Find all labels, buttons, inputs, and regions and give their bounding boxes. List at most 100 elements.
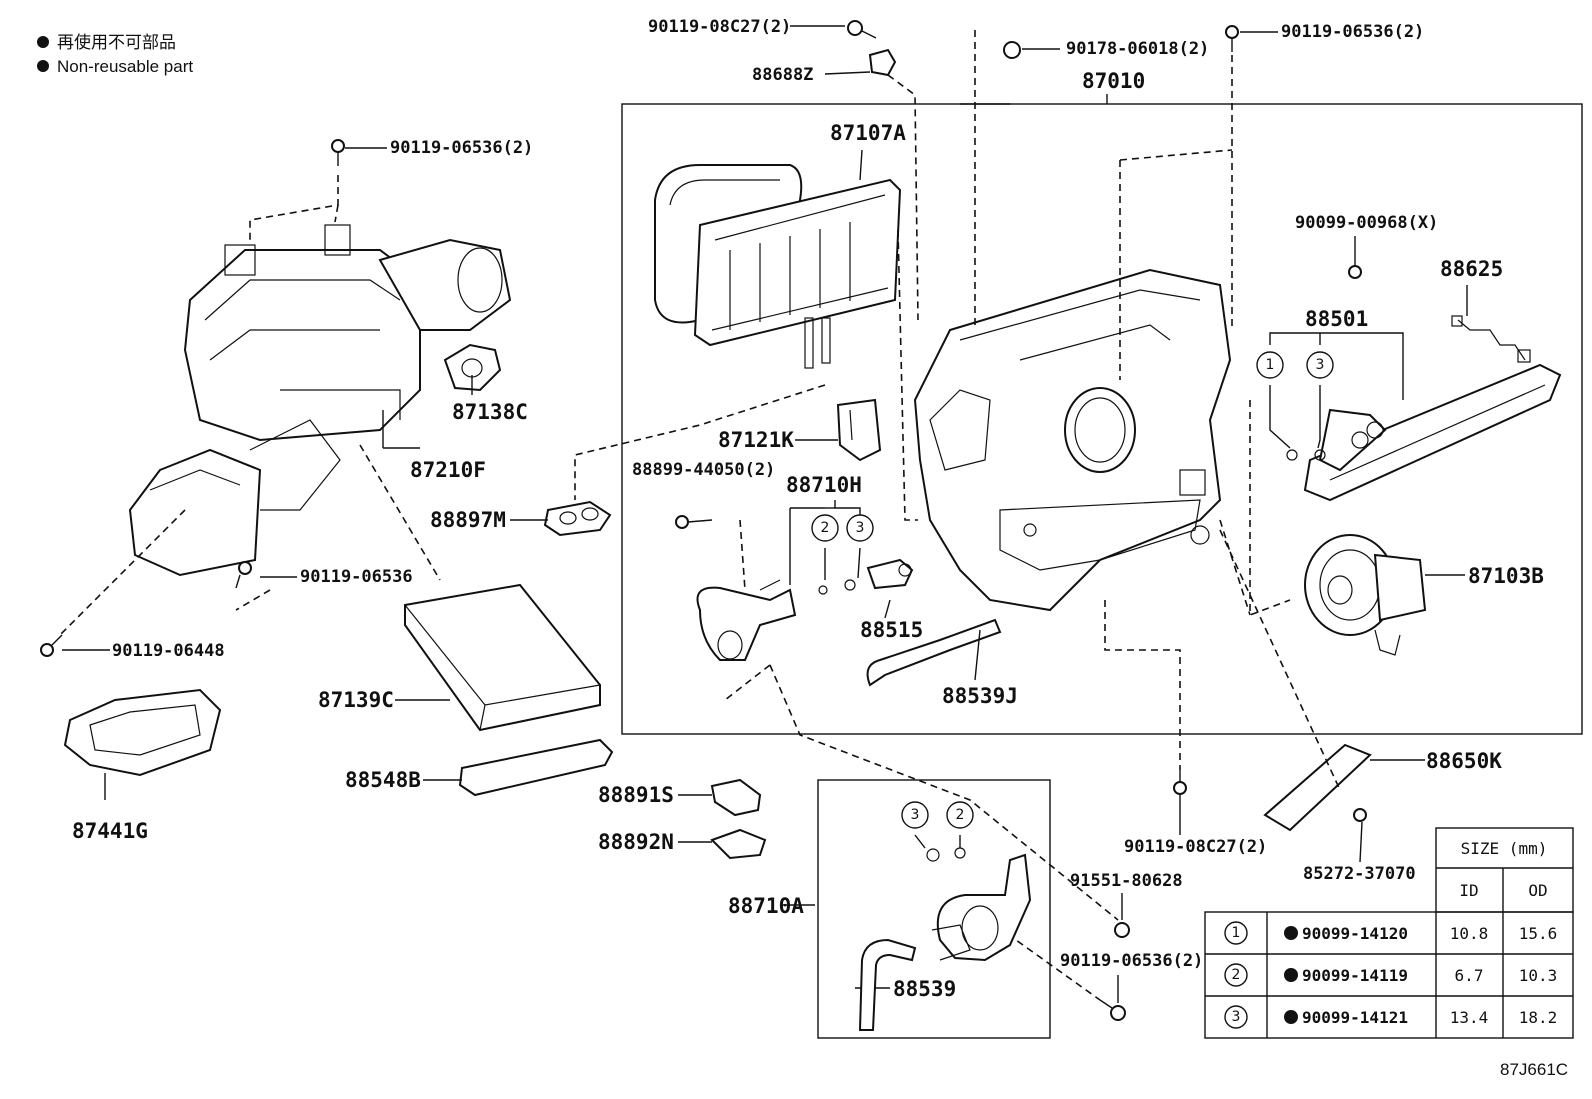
part-labels: 90119-08C27(2) 88688Z 90178-06018(2) 901… [72,17,1544,1001]
label-90178-06018: 90178-06018(2) [1066,39,1209,59]
row-id: 6.7 [1455,966,1484,985]
label-88625: 88625 [1440,257,1503,281]
row-ref: 1 [1232,925,1241,941]
size-table-col-od: OD [1528,881,1547,900]
o-ring-icon [954,847,966,859]
callout-2: 2 [821,520,830,536]
bolt-icon [675,515,689,529]
label-87107A: 87107A [830,121,906,145]
row-od: 15.6 [1519,924,1558,943]
label-88501: 88501 [1305,307,1368,331]
bolt-icon [40,643,54,657]
filter-87139C-drawing [404,583,601,732]
label-90099-00968: 90099-00968(X) [1295,213,1438,233]
drain-hose-88539J-drawing [866,618,1002,687]
size-row: 3 90099-14121 13.4 18.2 [1224,1005,1558,1029]
blower-motor-87103B-drawing [1304,534,1427,656]
heater-unit-case-drawing [913,268,1232,612]
row-ref: 2 [1232,967,1241,983]
bolt-shank [51,634,63,646]
filter-cover-88548B-drawing [458,738,614,797]
label-88688Z: 88688Z [752,65,813,85]
o-ring-icon [1314,449,1326,461]
label-87103B: 87103B [1468,564,1544,588]
label-90119-06536-mid: 90119-06536 [300,567,413,587]
label-88650K: 88650K [1426,749,1502,773]
label-87121K: 87121K [718,428,794,452]
row-od: 10.3 [1519,966,1558,985]
row-od: 18.2 [1519,1008,1558,1027]
label-90119-08C27-bottom: 90119-08C27(2) [1124,837,1267,857]
label-88892N: 88892N [598,830,674,854]
size-row: 1 90099-14120 10.8 15.6 [1224,921,1558,945]
row-part: 90099-14120 [1302,924,1408,943]
callout-3: 3 [1316,357,1325,373]
callout-3: 3 [911,807,920,823]
label-88539J: 88539J [942,684,1018,708]
heater-core-88501-drawing [1303,363,1562,502]
label-87139C: 87139C [318,688,394,712]
label-90119-06448: 90119-06448 [112,641,225,661]
label-85272-37070: 85272-37070 [1303,864,1416,884]
bolt-icon [1348,265,1362,279]
non-reusable-bullet-icon [37,36,49,48]
bolt-icon [1173,781,1187,795]
piping-88710A-drawing [858,853,1032,1031]
label-87210F: 87210F [410,458,486,482]
legend: 再使用不可部品 Non-reusable part [37,32,193,76]
evaporator-87107A-drawing [654,164,902,369]
bolt-icon [238,561,252,575]
bolt-icon [1353,808,1367,822]
o-ring-icon [926,848,940,862]
row-id: 13.4 [1450,1008,1489,1027]
row-ref: 3 [1232,1009,1241,1025]
bolt-shank [687,519,713,523]
o-ring-icon [1286,449,1298,461]
label-88710A: 88710A [728,894,804,918]
plate-88650K-drawing [1263,743,1372,832]
non-reusable-bullet-icon [37,60,49,72]
label-88515: 88515 [860,618,923,642]
legend-en: Non-reusable part [57,57,193,76]
grommet-88897M-drawing [543,500,612,537]
bolt-shank [235,574,241,589]
label-87010: 87010 [1082,69,1145,93]
harness-88625-drawing [1451,315,1531,363]
callout-1: 1 [1266,357,1275,373]
label-88548B: 88548B [345,768,421,792]
label-88710H: 88710H [786,473,862,497]
bolt-icon [331,139,345,153]
label-90119-06536-topright: 90119-06536(2) [1281,22,1424,42]
label-88897M: 88897M [430,508,506,532]
duct-87441G-drawing [63,688,222,777]
callouts: 1 3 2 3 3 2 [811,351,1334,829]
inset-frame-88710A [817,779,1051,1039]
callout-2: 2 [956,807,965,823]
bolt-icon [1110,1005,1126,1021]
bolt-icon [847,20,863,36]
label-87138C: 87138C [452,400,528,424]
o-rings [926,449,1326,862]
label-88899-44050: 88899-44050(2) [632,460,775,480]
row-part: 90099-14119 [1302,966,1408,985]
clip-88891S-drawing [710,778,762,817]
size-table: SIZE (mm) ID OD 1 90099-14120 10.8 15.6 … [1204,827,1574,1039]
size-table-col-id: ID [1459,881,1478,900]
size-row: 2 90099-14119 6.7 10.3 [1224,963,1558,987]
bracket-88688Z-drawing [868,48,897,77]
row-id: 10.8 [1450,924,1489,943]
size-table-title: SIZE (mm) [1461,839,1548,858]
sensor-88515-drawing [866,558,914,590]
callout-3: 3 [856,520,865,536]
blower-case-87210F-drawing [128,224,512,577]
clip-88892N-drawing [710,828,767,860]
bolt-shank [1099,999,1113,1009]
assembly-dashed-lines [59,30,1341,1001]
nut-icon [1003,41,1021,59]
bracket-87121K-drawing [836,398,882,462]
row-part: 90099-14121 [1302,1008,1408,1027]
label-88539: 88539 [893,977,956,1001]
bolt-shank [861,30,877,39]
assembly-frame-87010 [621,103,1583,735]
label-90119-08C27-top: 90119-08C27(2) [648,17,791,37]
